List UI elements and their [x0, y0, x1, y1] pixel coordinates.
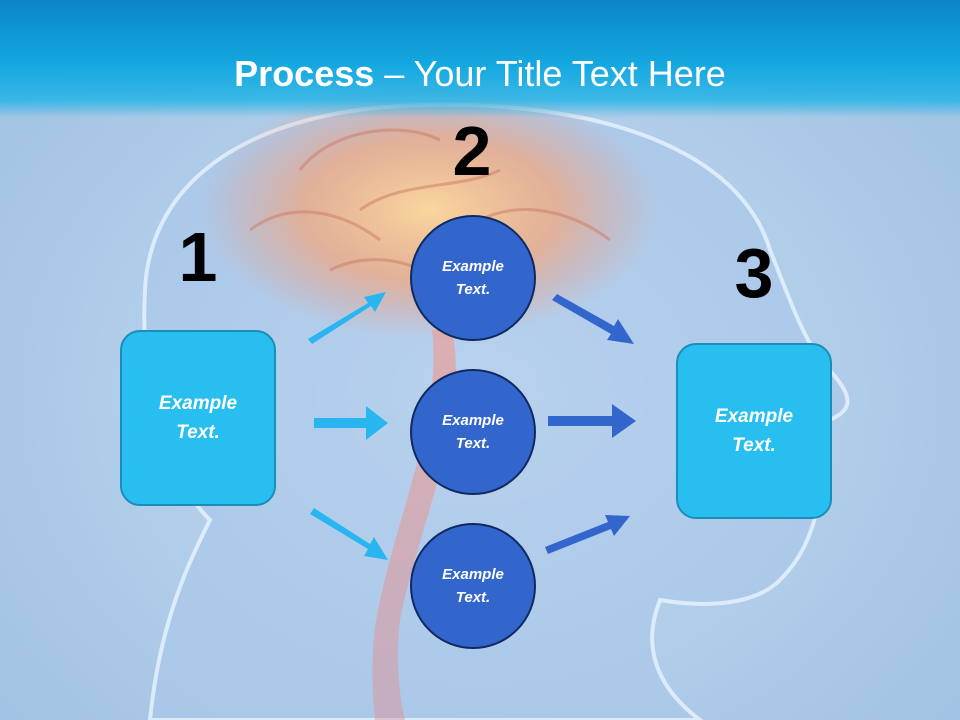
circle-middle-text: Example Text. [442, 412, 504, 452]
arrow-to-circle-middle [314, 406, 388, 440]
arrow-from-circle-top [552, 294, 634, 344]
left-box: Example Text. [120, 330, 276, 506]
light-arrows [308, 292, 388, 560]
brain-glow [200, 80, 660, 340]
slide-title: Process – Your Title Text Here [0, 52, 960, 96]
title-separator: – [374, 53, 414, 94]
brain-folds [249, 128, 611, 292]
right-box-text: Example Text. [714, 406, 794, 456]
arrow-from-circle-middle [548, 404, 636, 438]
dark-arrows [545, 294, 636, 554]
left-box-text: Example Text. [158, 393, 238, 443]
arrow-from-circle-bottom [545, 515, 630, 554]
arrow-to-circle-top [308, 292, 386, 344]
circle-top-text: Example Text. [442, 258, 504, 298]
right-box: Example Text. [676, 343, 832, 519]
title-rest: Your Title Text Here [413, 53, 726, 94]
title-bold: Process [234, 53, 375, 94]
circle-bottom: Example Text. [410, 523, 536, 649]
title-bar [0, 0, 960, 118]
step-number-3: 3 [734, 234, 774, 312]
arrow-to-circle-bottom [310, 508, 388, 560]
step-number-2: 2 [452, 112, 492, 190]
circle-top: Example Text. [410, 215, 536, 341]
step-number-1: 1 [178, 218, 218, 296]
circle-middle: Example Text. [410, 369, 536, 495]
circle-bottom-text: Example Text. [442, 566, 504, 606]
